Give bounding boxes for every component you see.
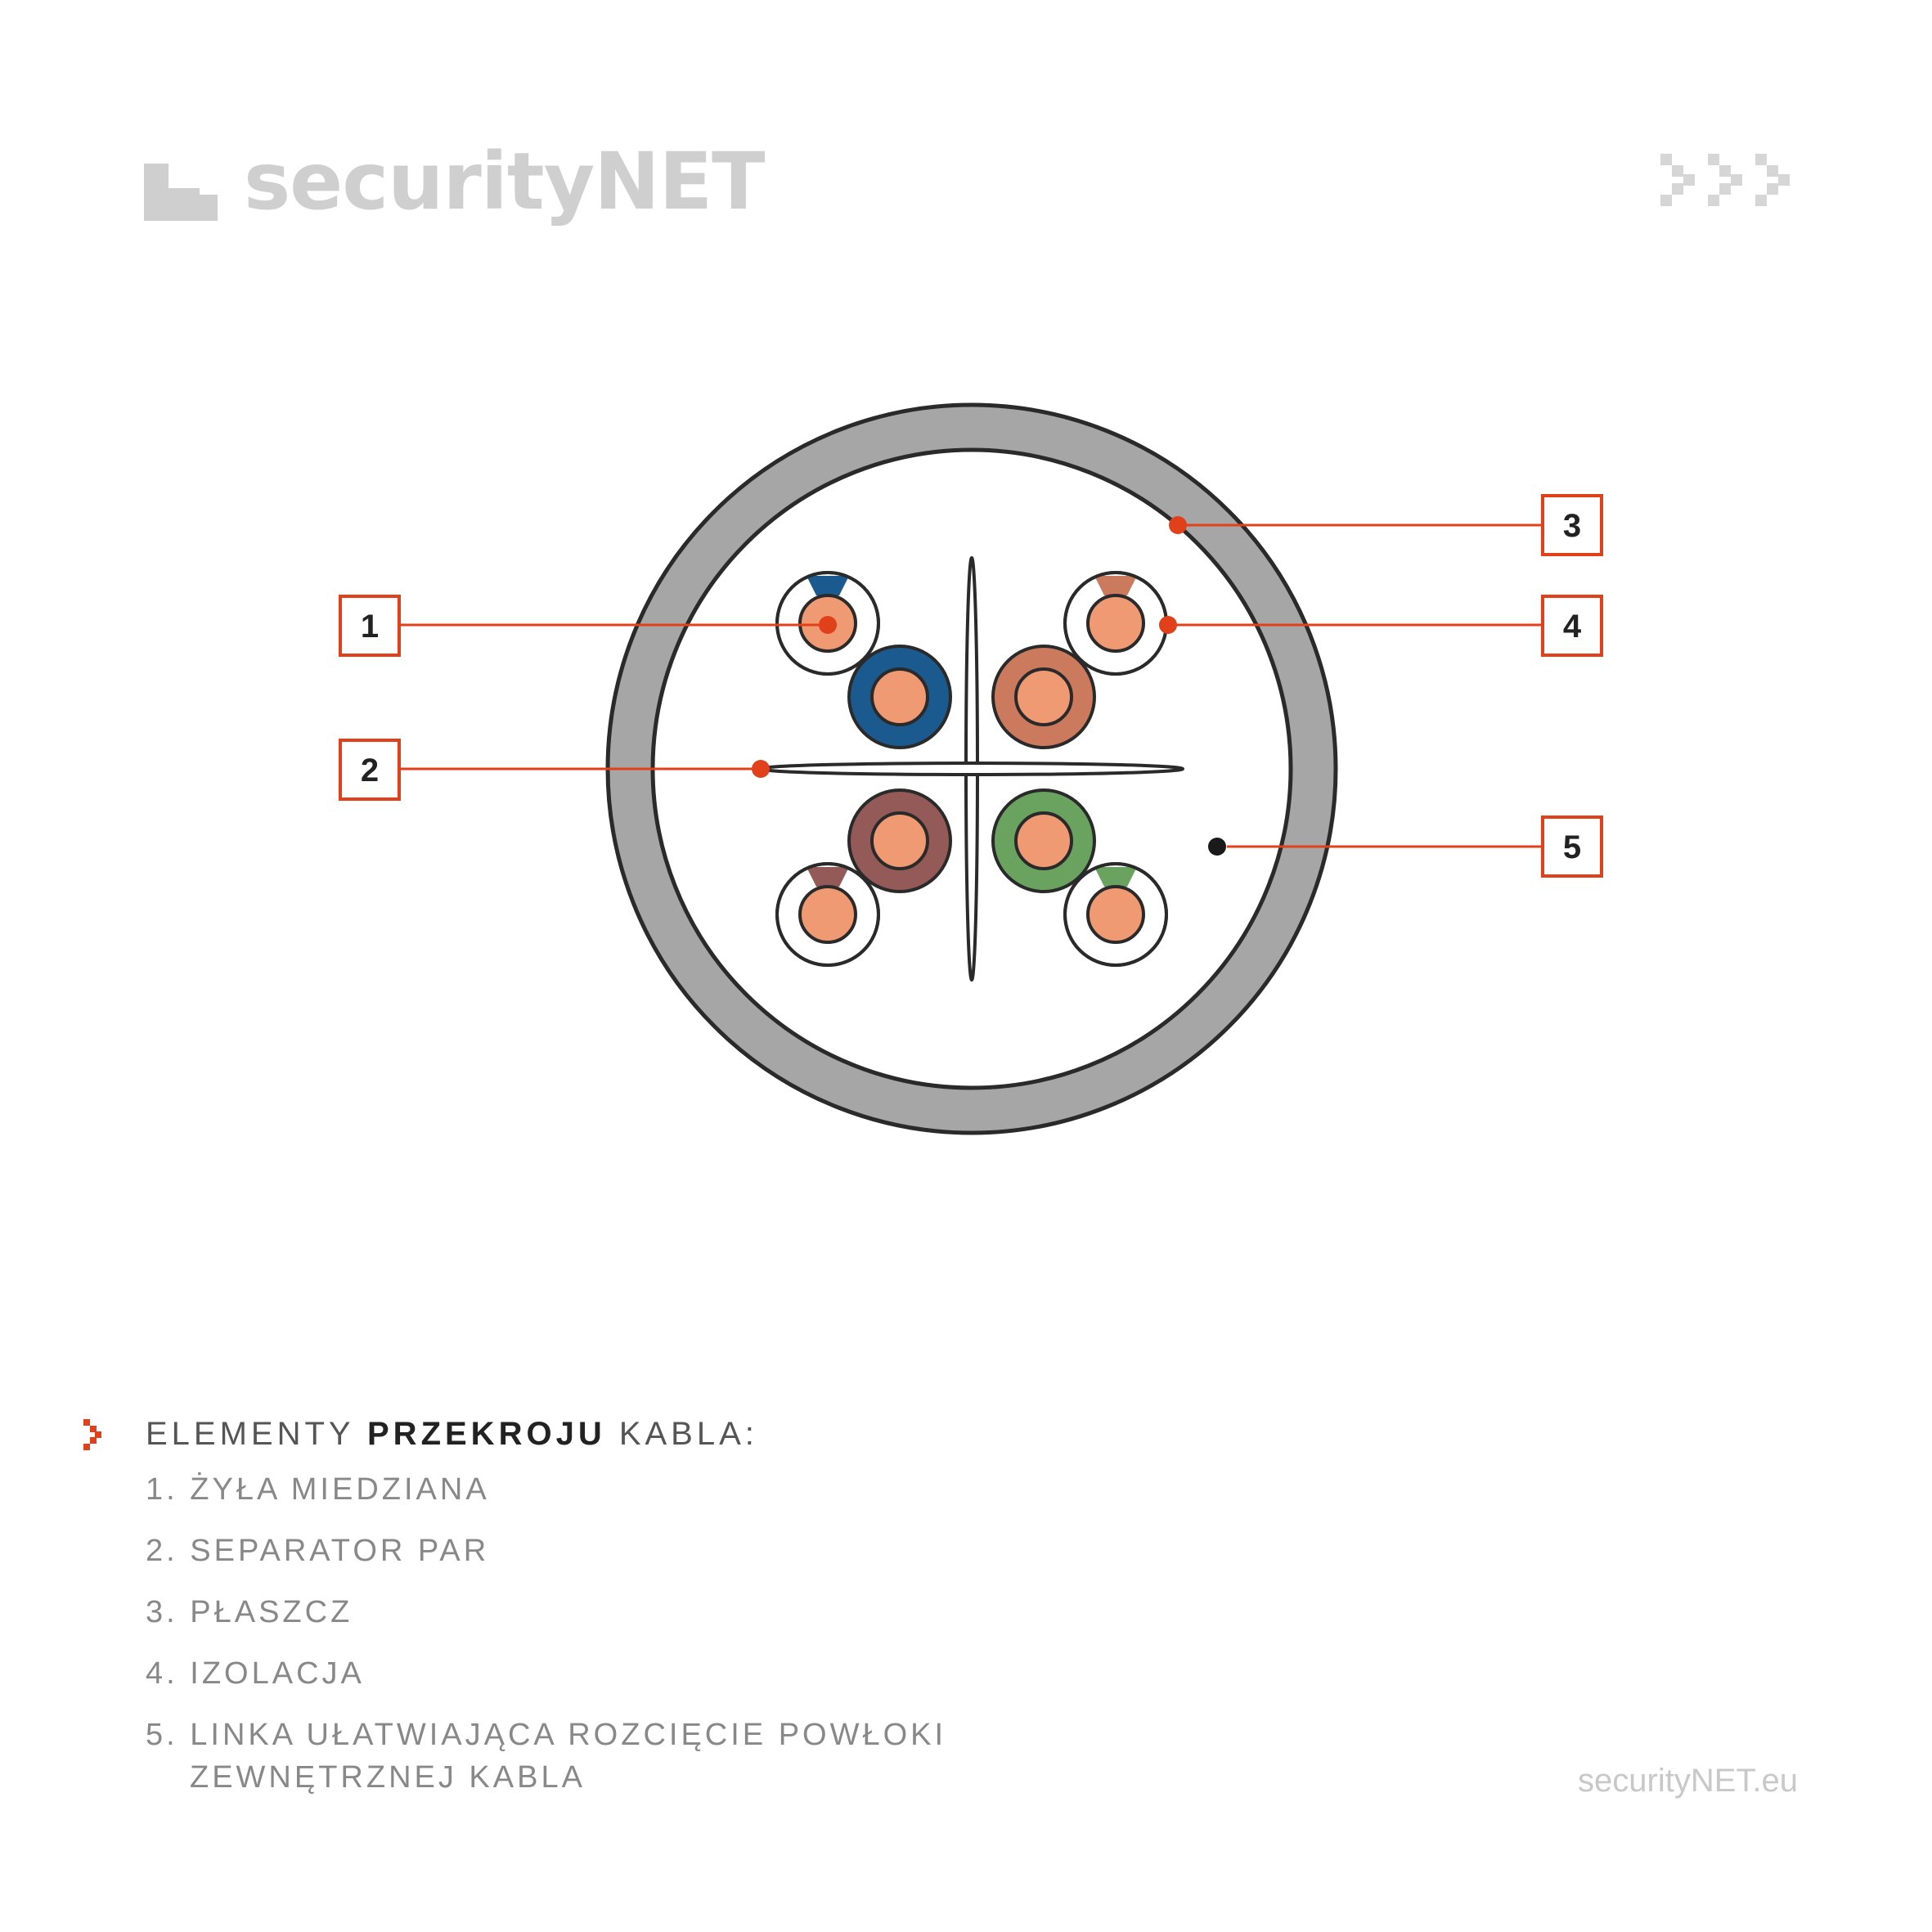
callout-4: 4 bbox=[1159, 595, 1603, 657]
callout-2: 2 bbox=[339, 739, 770, 801]
wire-white-green bbox=[1063, 862, 1168, 967]
wire-blue bbox=[847, 645, 952, 749]
callout-3-label: 3 bbox=[1563, 508, 1581, 544]
legend-heading: ELEMENTY PRZEKROJU KABLA: bbox=[82, 1411, 946, 1457]
callout-1: 1 bbox=[339, 595, 837, 657]
legend-item-2: 2. SEPARATOR PAR bbox=[146, 1534, 490, 1568]
callout-1-label: 1 bbox=[361, 609, 379, 645]
legend-item-5-line2: ZEWNĘTRZNEJ KABLA bbox=[190, 1760, 586, 1795]
wire-white-orange bbox=[1063, 571, 1168, 676]
callout-3: 3 bbox=[1169, 494, 1603, 556]
legend-item-4: 4. IZOLACJA bbox=[146, 1656, 365, 1691]
wire-white-brown bbox=[775, 862, 880, 967]
wire-green bbox=[991, 789, 1096, 893]
logo-mark-icon bbox=[144, 154, 226, 236]
legend-heading-post: KABLA: bbox=[605, 1416, 758, 1452]
legend-item-1: 1. ŻYŁA MIEDZIANA bbox=[146, 1472, 490, 1507]
legend-heading-pre: ELEMENTY bbox=[146, 1416, 367, 1452]
chevron-right-icon bbox=[83, 1419, 101, 1450]
callout-5-label: 5 bbox=[1563, 829, 1581, 865]
pair-separator-horizontal bbox=[759, 762, 1184, 776]
rip-cord bbox=[1208, 838, 1226, 856]
legend: ELEMENTY PRZEKROJU KABLA: 1. ŻYŁA MIEDZI… bbox=[82, 1411, 946, 1817]
callout-4-label: 4 bbox=[1563, 609, 1582, 645]
callout-5: 5 bbox=[1227, 815, 1603, 878]
legend-heading-bold: PRZEKROJU bbox=[367, 1416, 606, 1452]
wire-orange bbox=[991, 645, 1096, 749]
chevrons-icon bbox=[1660, 154, 1790, 206]
legend-list: 1. ŻYŁA MIEDZIANA 2. SEPARATOR PAR 3. PŁ… bbox=[146, 1468, 946, 1799]
footer-url: securityNET.eu bbox=[1578, 1763, 1798, 1799]
legend-item-3: 3. PŁASZCZ bbox=[146, 1595, 353, 1629]
wire-brown bbox=[847, 789, 952, 893]
logo-text: securityNET bbox=[244, 136, 766, 227]
callout-2-label: 2 bbox=[361, 753, 379, 789]
securitynet-logo: securityNET bbox=[144, 136, 766, 236]
